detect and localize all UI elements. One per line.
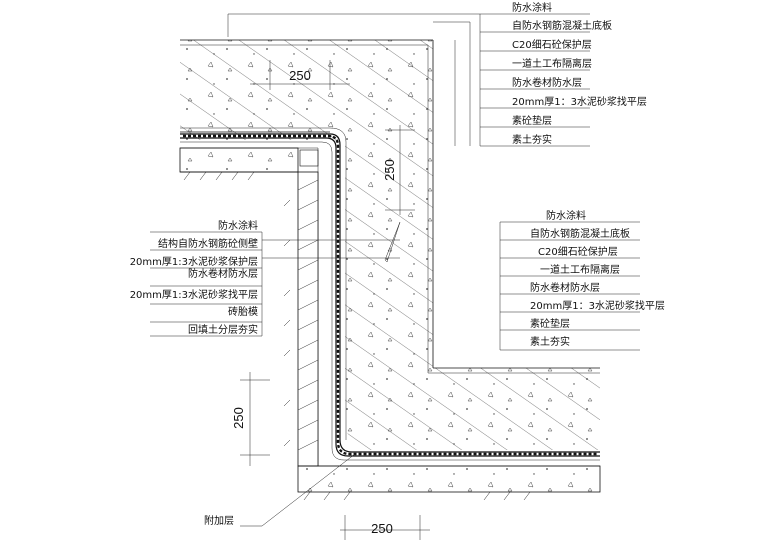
top-label-7: 素土夯实 [512,133,552,146]
left-label-5: 砖胎模 [228,305,258,318]
dimension-left-vertical: 250 [231,372,270,466]
bottom-right-label-3: 一道土工布隔离层 [540,263,620,276]
bottom-right-label-4: 防水卷材防水层 [530,281,600,294]
leaders-bottom-right: 防水涂料 自防水钢筋混凝土底板 C20细石砼保护层 一道土工布隔离层 防水卷材防… [499,209,665,351]
structural-concrete [180,39,600,450]
bottom-left-label: 附加层 [204,514,234,527]
left-label-1: 结构自防水钢筋砼侧壁 [158,237,258,250]
top-label-2: C20细石砼保护层 [512,38,592,51]
leaders-left: 防水涂料 结构自防水钢筋砼侧壁 20mm厚1:3水泥砂浆保护层 防水卷材防水层 … [130,219,401,337]
left-label-4: 20mm厚1:3水泥砂浆找平层 [130,288,258,301]
dim-bottom-label: 250 [371,521,393,536]
dimension-vertical-mid: 250 [382,125,415,215]
dimension-top: 250 [250,60,350,90]
dim-vertical-mid-label: 250 [382,159,397,181]
upper-cushion-layer [179,147,319,181]
top-label-4: 防水卷材防水层 [512,76,582,89]
left-label-3: 防水卷材防水层 [188,267,258,280]
top-label-0: 防水涂料 [512,1,552,14]
brick-mold-wall [283,171,319,467]
bottom-right-label-1: 自防水钢筋混凝土底板 [530,227,630,240]
dim-top-label: 250 [289,68,311,83]
left-label-2: 20mm厚1:3水泥砂浆保护层 [130,255,258,268]
bottom-right-label-7: 素土夯实 [530,335,570,348]
left-label-6: 回填土分层夯实 [188,323,258,336]
dimension-bottom: 250 [340,515,430,540]
left-label-0: 防水涂料 [218,219,258,232]
leader-bottom-left: 附加层 [204,453,356,527]
top-label-3: 一道土工布隔离层 [512,57,592,70]
bottom-right-label-0: 防水涂料 [546,209,586,222]
lower-cushion-layer [297,465,601,501]
bottom-right-label-6: 素砼垫层 [530,317,570,330]
top-label-5: 20mm厚1：3水泥砂浆找平层 [512,95,647,108]
bottom-right-label-2: C20细石砼保护层 [538,245,618,258]
bottom-right-label-5: 20mm厚1：3水泥砂浆找平层 [530,299,665,312]
top-label-6: 素砼垫层 [512,114,552,127]
leaders-top-right: 防水涂料 自防水钢筋混凝土底板 C20细石砼保护层 一道土工布隔离层 防水卷材防… [227,1,647,147]
dim-left-vertical-label: 250 [231,407,246,429]
top-label-1: 自防水钢筋混凝土底板 [512,19,612,32]
